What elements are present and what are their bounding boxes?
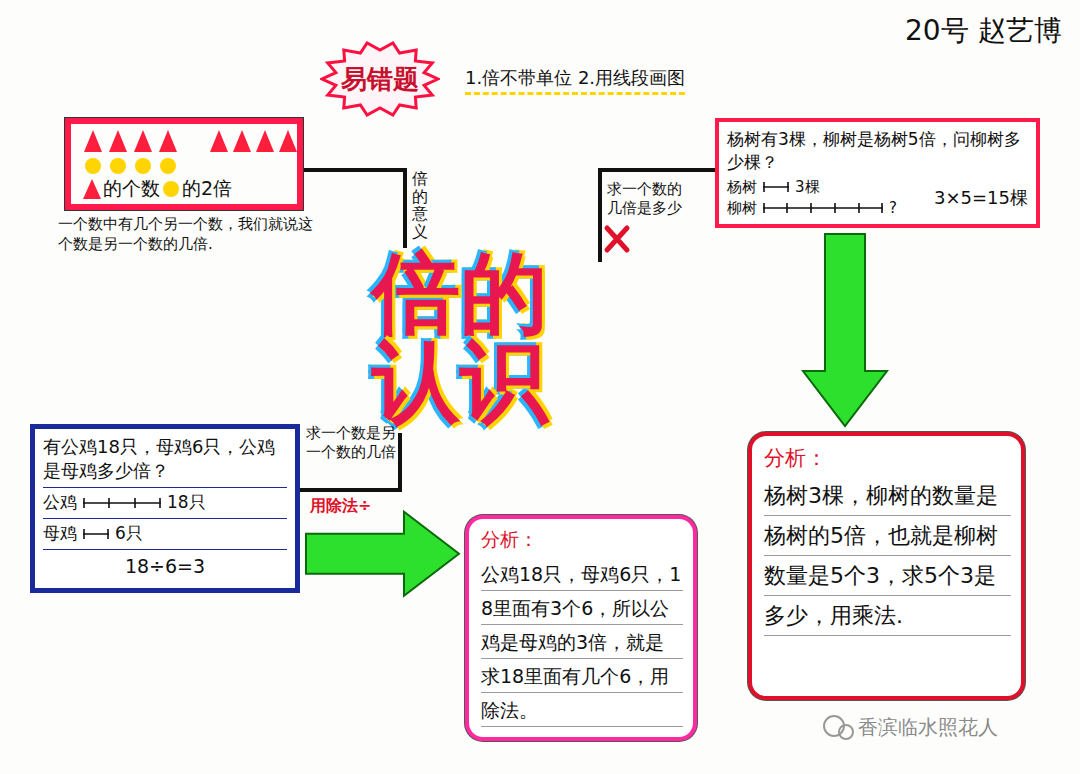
red-triangle [256,130,274,152]
drawing-svg [83,495,161,511]
segment-column: 杨树 3棵柳树? [727,178,897,218]
drawing-path [83,498,161,508]
line-segment-wrap [83,526,109,542]
equation: 18÷6=3 [125,555,205,577]
author-label: 20号 赵艺博 [905,12,1062,50]
diagram-row: 的个数的2倍 [83,176,289,202]
yellow-circle [85,158,101,174]
line-segment-wrap [83,495,161,511]
node-box: 杨树有3棵，柳树是杨树5倍，问柳树多少棵？ 杨树 3棵柳树? 3×5=15棵 [715,118,1040,228]
drawing-circle [163,181,179,197]
drawing-svg [83,179,101,199]
analysis-heading: 分析： [481,527,683,553]
segment-name: 柳树 [727,199,757,218]
node-box: 易错题 [320,40,440,118]
shapes-illustration [84,130,297,174]
watermark: 香滨临水照花人 [858,714,998,741]
diagram-row: 杨树 3棵柳树? 3×5=15棵 [727,178,1028,218]
diagram-row: 公鸡 18只 [43,488,287,519]
segment-name: 杨树 [727,178,757,197]
branch-line [600,170,715,262]
drawing-polygon [83,179,101,199]
drawing-svg [162,180,180,198]
diagram-row: 柳树? [727,199,897,218]
analysis-heading: 分析： [764,444,1011,472]
yellow-circle [135,158,151,174]
red-triangle [279,130,297,152]
line-segment-wrap [763,179,789,195]
drawing-path [763,203,883,213]
illustration-text: 的个数 [103,176,160,202]
fat-arrow [306,512,459,596]
yellow-circle [160,158,176,174]
yellow-circle [110,158,126,174]
red-triangle [210,130,228,152]
node-box: 分析： 公鸡18只，母鸡6只，18里面有3个6，所以公鸡是母鸡的3倍，就是求18里… [465,515,697,741]
fat-arrow [803,234,887,426]
segment-name: 公鸡 [43,491,77,514]
error-note: 1.倍不带单位 2.用线段画图 [465,66,685,95]
node-box: 的个数的2倍 [65,118,303,210]
red-triangle [134,130,152,152]
equation: 3×5=15棵 [934,186,1028,210]
branch-label: 求一个数是另一个数的几倍 [306,424,398,462]
red-triangle [159,130,177,152]
method-label: 用除法÷ [310,496,371,517]
analysis-body: 杨树3棵，柳树的数量是杨树的5倍，也就是柳树数量是5个3，求5个3是多少，用乘法… [764,476,1011,636]
illustration-text: 的2倍 [182,176,232,202]
icon-bubble [839,725,853,739]
line-segment-wrap [763,200,883,216]
red-triangle-wrap [83,179,101,199]
node-box: 有公鸡18只，母鸡6只，公鸡是母鸡多少倍？ 公鸡 18只母鸡 6只 18÷6=3 [30,424,300,593]
branch-label: 倍的意义 [412,170,428,240]
cross-mark [607,228,627,250]
drawing-svg [763,200,883,216]
central-title: 倍的认识 [372,250,572,426]
diagram-row: 母鸡 6只 [43,519,287,550]
drawing-polygon [322,43,438,115]
segment-value: ? [889,199,897,217]
red-triangle [233,130,251,152]
problem-text: 杨树有3棵，柳树是杨树5倍，问柳树多少棵？ [727,128,1028,174]
branch-line [303,170,405,248]
segment-name: 母鸡 [43,522,77,545]
node-box: 分析： 杨树3棵，柳树的数量是杨树的5倍，也就是柳树数量是5个3，求5个3是多少，… [748,432,1025,700]
problem-text: 有公鸡18只，母鸡6只，公鸡是母鸡多少倍？ [43,435,287,488]
diagram-row: 杨树 3棵 [727,178,897,197]
red-triangle [109,130,127,152]
yellow-circle-wrap [162,180,180,198]
segment-value: 3棵 [795,178,820,197]
segment-value: 6只 [115,522,143,545]
segment-value: 18只 [167,491,206,514]
red-triangle [84,130,102,152]
drawing-svg [83,526,109,542]
branch-label: 求一个数的几倍是多少 [607,180,687,218]
burst-title: 易错题 [341,62,419,97]
drawing-path [83,529,109,539]
analysis-body: 公鸡18只，母鸡6只，18里面有3个6，所以公鸡是母鸡的3倍，就是求18里面有几… [481,557,683,727]
diagram-row: 18÷6=3 [43,550,287,582]
definition-note: 一个数中有几个另一个数，我们就说这个数是另一个数的几倍. [58,214,320,255]
drawing-svg [763,179,789,195]
wechat-icon [824,716,853,739]
drawing-path [763,182,789,192]
